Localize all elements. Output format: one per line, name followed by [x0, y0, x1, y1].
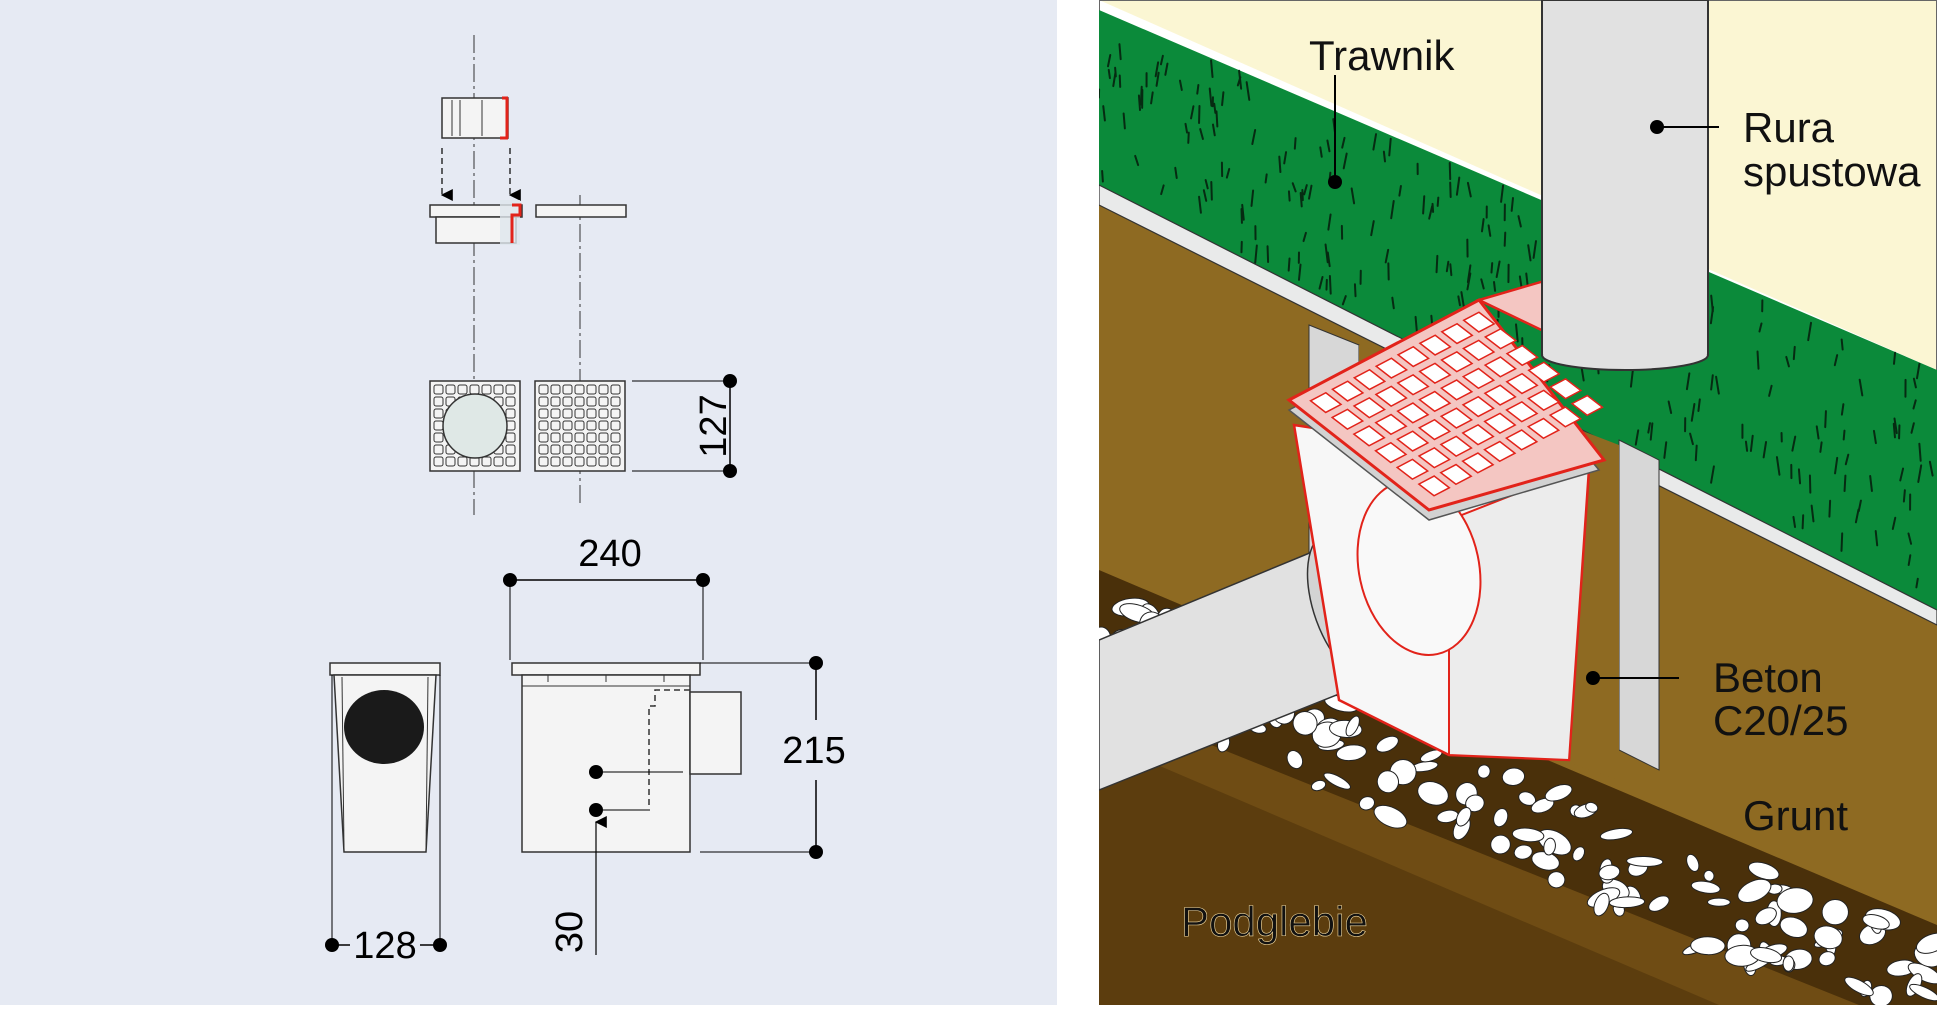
grass-blade: [1894, 353, 1895, 364]
dimension-30-label: 30: [549, 911, 591, 953]
gravel-stone: [1783, 956, 1794, 972]
grass-blade: [1505, 233, 1506, 246]
grass-blade: [1825, 411, 1826, 427]
grass-blade: [1214, 104, 1215, 113]
grass-blade: [1330, 276, 1331, 294]
grass-blade: [1799, 469, 1800, 483]
gravel-stone: [1707, 898, 1730, 906]
grass-blade: [1433, 204, 1434, 212]
exploded-view: [430, 98, 626, 245]
dimension-240-label: 240: [578, 533, 641, 575]
grass-blade: [1794, 347, 1795, 359]
dimension-128-label: 128: [353, 925, 416, 967]
grass-blade: [1758, 352, 1759, 369]
grass-blade: [1289, 259, 1290, 271]
side-view: 128: [325, 663, 447, 967]
grass-blade: [1842, 339, 1843, 349]
dimension-240: 240: [503, 533, 710, 660]
grass-blade: [1696, 446, 1697, 461]
downpipe: [1542, 0, 1708, 370]
label-pipe-line1: Rura: [1743, 104, 1835, 151]
grass-blade: [1491, 263, 1492, 272]
grass-blade: [1512, 198, 1513, 211]
grass-blade: [1437, 256, 1438, 272]
installation-illustration-panel: Trawnik Rura spustowa Beton C20/25 Grunt…: [1099, 0, 1937, 1005]
grass-blade: [1384, 152, 1385, 162]
technical-drawing-panel: 127 240 128 3: [0, 0, 1057, 1005]
grass-blade: [1301, 193, 1302, 206]
grass-blade: [1894, 424, 1895, 438]
label-lawn: Trawnik: [1309, 32, 1455, 79]
label-subsoil: Podglebie: [1181, 898, 1368, 945]
grass-blade: [1845, 476, 1846, 491]
grass-blade: [1746, 442, 1747, 451]
installation-illustration: Trawnik Rura spustowa Beton C20/25 Grunt…: [1099, 0, 1937, 1005]
grass-blade: [1266, 174, 1267, 182]
dimension-127-label: 127: [693, 394, 735, 457]
grass-blade: [1124, 113, 1125, 128]
grass-blade: [1916, 579, 1917, 588]
grate-top-view-left: [430, 381, 520, 471]
grass-blade: [1119, 44, 1120, 59]
grass-blade: [1216, 111, 1217, 126]
grass-blade: [1289, 191, 1290, 200]
grass-blade: [1803, 515, 1804, 528]
grass-blade: [1904, 490, 1905, 501]
gravel-stone: [1735, 919, 1750, 933]
grass-blade: [1438, 198, 1439, 206]
grass-blade: [1494, 282, 1495, 291]
grass-blade: [1139, 96, 1140, 110]
grass-blade: [1211, 182, 1212, 200]
grass-blade: [1820, 442, 1821, 452]
grass-blade: [1829, 501, 1830, 517]
dimension-215-label: 215: [782, 730, 845, 772]
grass-blade: [1197, 85, 1198, 94]
label-soil: Grunt: [1743, 792, 1848, 839]
grass-blade: [1279, 157, 1280, 172]
grate-top-view-right: [535, 381, 625, 471]
grass-blade: [1295, 138, 1296, 149]
grass-blade: [1268, 246, 1269, 262]
dimension-127: 127: [632, 374, 737, 478]
grass-blade: [1919, 444, 1920, 461]
grass-blade: [1141, 87, 1142, 105]
grass-blade: [1841, 533, 1842, 550]
grass-blade: [1423, 196, 1424, 213]
front-view: 30: [512, 663, 741, 955]
label-concrete-line1: Beton: [1713, 654, 1823, 701]
label-pipe-line2: spustowa: [1743, 148, 1921, 195]
label-concrete-line2: C20/25: [1713, 697, 1848, 744]
technical-drawing: 127 240 128 3: [0, 0, 1057, 1005]
grass-blade: [1450, 264, 1451, 275]
grass-blade: [1355, 284, 1356, 296]
grass-blade: [1844, 431, 1845, 440]
grass-blade: [1109, 70, 1110, 78]
gravel-stone: [1691, 936, 1726, 955]
grass-blade: [1102, 171, 1103, 181]
grass-blade: [1222, 92, 1223, 105]
grass-blade: [1698, 399, 1699, 411]
